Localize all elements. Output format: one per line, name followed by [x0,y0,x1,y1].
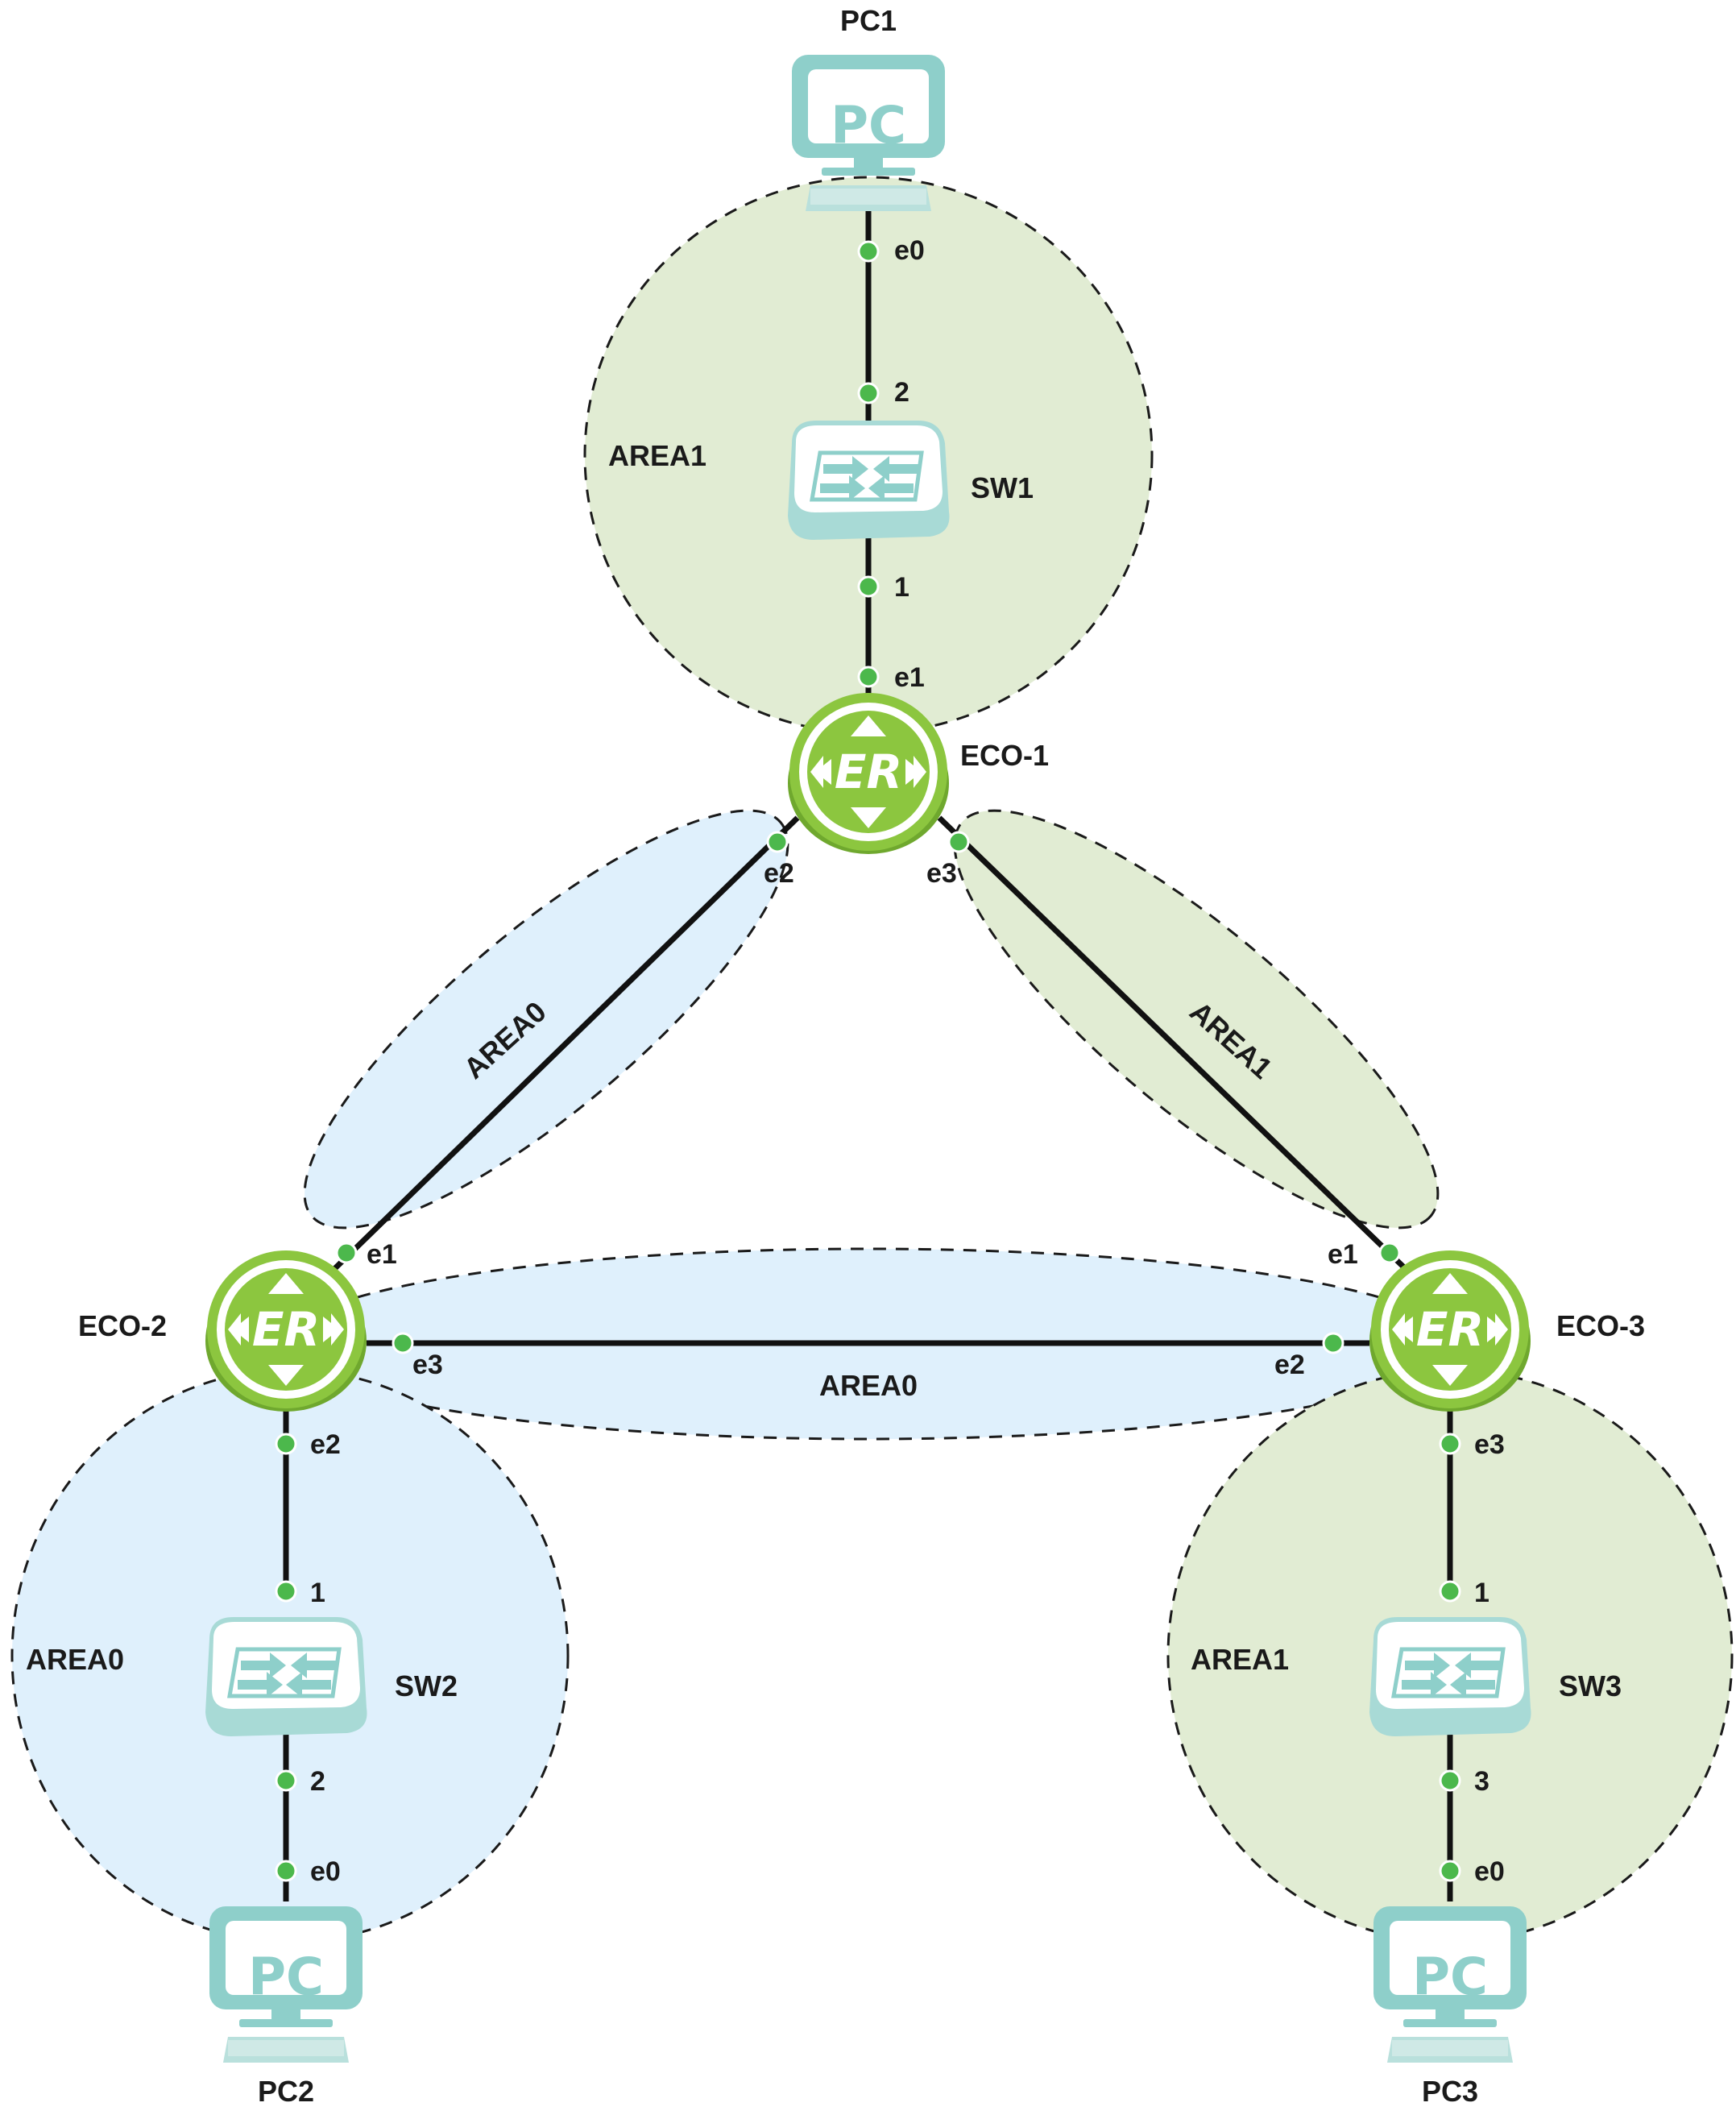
link-eco1-eco2 [332,815,800,1271]
port-labels: e0 2 1 e1 e2 e3 e1 e3 e1 e2 e2 1 2 e0 e3… [310,235,1505,1887]
sw1-label: SW1 [971,471,1034,504]
port-dot [1378,1242,1401,1264]
area-left-link-region [303,809,789,1230]
port-dot [275,1580,297,1603]
port-label: 3 [1474,1766,1489,1797]
sw2-label: SW2 [395,1669,458,1702]
pc2-label: PC2 [258,2075,314,2108]
eco3-label: ECO-3 [1556,1309,1645,1342]
port-dot [947,831,970,853]
pc3-label: PC3 [1422,2075,1478,2108]
sw2-device[interactable] [205,1617,367,1736]
port-dot [1322,1332,1344,1354]
port-label: e1 [894,662,925,693]
switch-icon [788,421,950,540]
port-dot [392,1332,414,1354]
port-label: e0 [894,235,925,266]
area-top-label: AREA1 [608,439,706,472]
port-label: e0 [310,1856,341,1887]
device-labels: PC1 SW1 ECO-1 ECO-2 ECO-3 SW2 SW3 PC2 PC… [78,4,1645,2108]
pc2-device[interactable]: PC [209,1906,363,2063]
port-label: 2 [894,377,909,408]
eco2-badge: ER [252,1302,320,1357]
pc1-label: PC1 [840,4,897,37]
sw3-label: SW3 [1559,1669,1622,1702]
link-eco1-eco3 [937,815,1408,1271]
switch-icon [1369,1617,1531,1736]
port-dot [1439,1860,1461,1882]
port-dot [857,240,880,263]
area-bottom-link-label: AREA0 [819,1369,918,1402]
pc1-device[interactable]: PC [792,55,945,211]
port-label: e2 [1274,1350,1305,1380]
port-label: 1 [894,572,909,603]
pc2-screen-text: PC [248,1948,324,2008]
eco2-device[interactable]: ER [205,1250,367,1412]
port-label: e3 [412,1350,443,1380]
port-label: e3 [926,858,957,889]
eco1-label: ECO-1 [960,739,1049,772]
eco3-badge: ER [1416,1302,1484,1357]
port-dot [275,1769,297,1792]
sw3-device[interactable] [1369,1617,1531,1736]
port-label: e2 [310,1429,341,1460]
pc3-device[interactable]: PC [1373,1906,1527,2063]
area-right-link-region [953,809,1440,1230]
pc3-screen-text: PC [1412,1948,1488,2008]
port-dot [857,575,880,598]
port-dots [275,240,1461,1882]
port-dot [1439,1433,1461,1455]
port-label: 1 [1474,1578,1489,1608]
pc1-screen-text: PC [831,97,906,156]
port-label: 1 [310,1578,325,1608]
switch-icon [205,1617,367,1736]
port-dot [335,1242,358,1264]
port-dot [857,666,880,688]
eco2-label: ECO-2 [78,1309,167,1342]
port-dot [275,1860,297,1882]
sw1-device[interactable] [788,421,950,540]
eco3-device[interactable]: ER [1369,1250,1531,1412]
port-label: 2 [310,1766,325,1797]
port-label: e2 [764,858,794,889]
port-dot [766,831,789,853]
port-label: e1 [367,1239,397,1270]
eco1-badge: ER [835,744,902,799]
port-dot [275,1433,297,1455]
port-dot [1439,1580,1461,1603]
port-dot [1439,1769,1461,1792]
port-label: e0 [1474,1856,1505,1887]
port-label: e1 [1328,1239,1358,1270]
port-dot [857,382,880,404]
area-bottom-right-label: AREA1 [1191,1643,1289,1676]
eco1-device[interactable]: ER [788,693,949,854]
port-label: e3 [1474,1429,1505,1460]
area-bottom-left-label: AREA0 [26,1643,124,1676]
